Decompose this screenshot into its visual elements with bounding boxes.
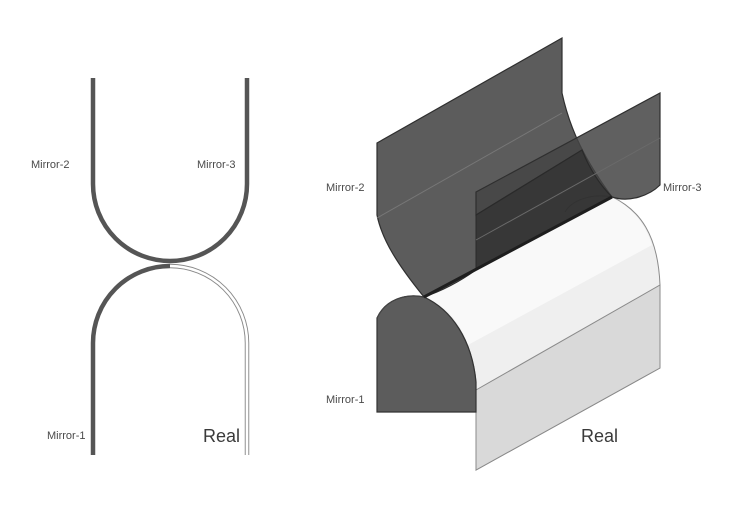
mirror-2-seam: [376, 112, 563, 219]
label-mirror-2-2d: Mirror-2: [31, 159, 70, 171]
isometric-diagram: Mirror-2 Mirror-3 Mirror-1 Real: [326, 36, 702, 471]
real-surface-curve-inner: [169, 264, 249, 455]
label-mirror-1-3d: Mirror-1: [326, 394, 365, 406]
label-mirror-3-2d: Mirror-3: [197, 159, 236, 171]
label-mirror-3-3d: Mirror-3: [663, 182, 702, 194]
upper-mirror-curve: [90, 78, 250, 264]
cross-section-diagram: Mirror-2 Mirror-3 Mirror-1 Real: [31, 78, 250, 455]
label-real-2d: Real: [203, 426, 240, 446]
contact-line: [423, 195, 613, 299]
label-mirror-1-2d: Mirror-1: [47, 430, 86, 442]
label-mirror-2-3d: Mirror-2: [326, 182, 365, 194]
label-real-3d: Real: [581, 426, 618, 446]
lower-mirror-curve: [90, 263, 171, 455]
real-surface-front: [475, 284, 661, 471]
real-surface-shine: [424, 197, 652, 345]
mirror-3-seam: [475, 137, 661, 241]
